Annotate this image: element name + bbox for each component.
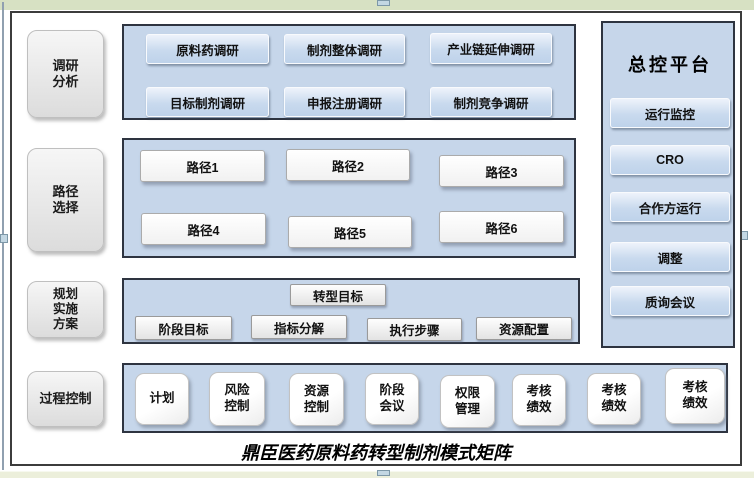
stage-box-label: 路径 选择: [52, 184, 79, 215]
control-panel: 总控平台 运行监控 CRO 合作方运行 调整 质询会议: [601, 21, 735, 348]
plan-button[interactable]: 资源配置: [476, 317, 572, 340]
research-panel: 原料药调研 制剂整体调研 产业链延伸调研 目标制剂调研 申报注册调研 制剂竞争调…: [122, 24, 576, 120]
stage-box-process[interactable]: 过程控制: [27, 371, 104, 427]
process-box[interactable]: 权限 管理: [440, 375, 495, 428]
path-button[interactable]: 路径2: [286, 149, 410, 181]
process-panel: 计划 风险 控制 资源 控制 阶段 会议 权限 管理 考核 绩效 考核 绩效 考…: [122, 363, 728, 433]
process-box[interactable]: 考核 绩效: [665, 368, 725, 424]
diagram-title: 鼎臣医药原料药转型制剂模式矩阵: [241, 443, 511, 463]
research-button[interactable]: 制剂竞争调研: [430, 87, 552, 117]
research-button[interactable]: 申报注册调研: [284, 87, 405, 117]
process-box[interactable]: 风险 控制: [209, 372, 265, 426]
stage-box-label: 调研 分析: [52, 58, 79, 89]
stage-box-research[interactable]: 调研 分析: [27, 30, 104, 118]
plan-panel: 转型目标 阶段目标 指标分解 执行步骤 资源配置: [122, 278, 580, 344]
control-button[interactable]: 运行监控: [610, 98, 730, 128]
research-button[interactable]: 产业链延伸调研: [430, 33, 552, 64]
resize-handle-top[interactable]: [377, 0, 390, 6]
control-button[interactable]: 合作方运行: [610, 192, 730, 222]
control-button[interactable]: 调整: [610, 242, 730, 272]
research-button[interactable]: 目标制剂调研: [146, 87, 269, 117]
research-button[interactable]: 原料药调研: [146, 34, 269, 64]
control-panel-title: 总控平台: [628, 55, 712, 75]
process-box[interactable]: 计划: [135, 373, 189, 425]
path-button[interactable]: 路径6: [439, 211, 564, 243]
resize-handle-bottom[interactable]: [377, 470, 390, 476]
path-button[interactable]: 路径1: [140, 150, 265, 182]
control-button[interactable]: 质询会议: [610, 286, 730, 316]
stage-box-label: 规划 实施 方案: [52, 286, 78, 332]
stage-box-label: 过程控制: [39, 391, 92, 407]
goal-button[interactable]: 转型目标: [290, 284, 386, 306]
stage-box-path[interactable]: 路径 选择: [27, 148, 104, 252]
research-button[interactable]: 制剂整体调研: [284, 34, 405, 64]
process-box[interactable]: 考核 绩效: [587, 373, 641, 425]
process-box[interactable]: 考核 绩效: [512, 374, 566, 426]
path-button[interactable]: 路径5: [288, 216, 412, 248]
path-button[interactable]: 路径3: [439, 155, 564, 187]
plan-button[interactable]: 指标分解: [251, 315, 347, 339]
plan-button[interactable]: 执行步骤: [367, 318, 462, 341]
resize-handle-left[interactable]: [0, 234, 8, 243]
path-button[interactable]: 路径4: [141, 213, 266, 245]
stage-box-plan[interactable]: 规划 实施 方案: [27, 281, 104, 338]
process-box[interactable]: 阶段 会议: [365, 373, 419, 425]
process-box[interactable]: 资源 控制: [289, 373, 344, 426]
control-button[interactable]: CRO: [610, 145, 730, 175]
plan-button[interactable]: 阶段目标: [135, 316, 232, 340]
path-panel: 路径1 路径2 路径3 路径4 路径5 路径6: [122, 138, 576, 258]
